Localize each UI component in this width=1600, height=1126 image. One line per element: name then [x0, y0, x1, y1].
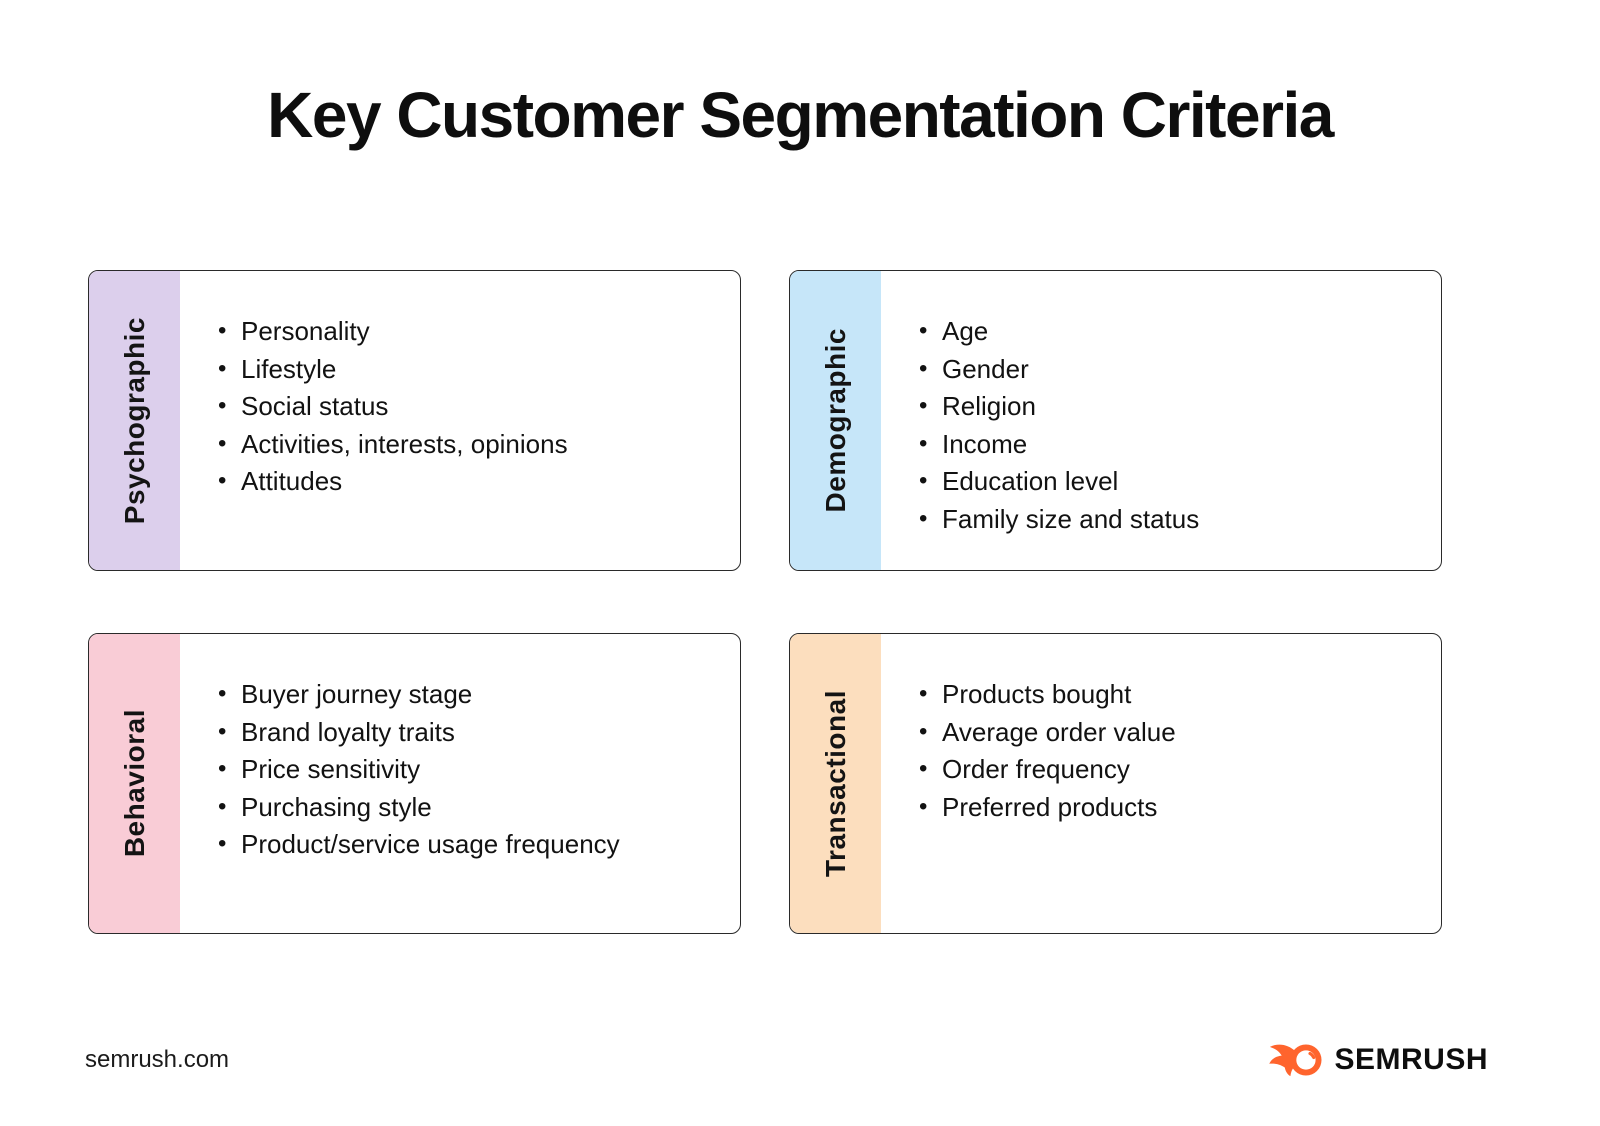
card-transactional-sidebar: Transactional — [790, 634, 881, 933]
card-psychographic-body: PersonalityLifestyleSocial statusActivit… — [180, 271, 740, 570]
card-demographic-body: AgeGenderReligionIncomeEducation levelFa… — [881, 271, 1441, 570]
cards-grid: Psychographic PersonalityLifestyleSocial… — [88, 270, 1442, 934]
list-item: Product/service usage frequency — [216, 825, 720, 864]
semrush-logo: SEMRUSH — [1268, 1040, 1488, 1080]
card-demographic: Demographic AgeGenderReligionIncomeEduca… — [789, 270, 1442, 571]
list-item: Age — [917, 312, 1421, 351]
card-psychographic-items: PersonalityLifestyleSocial statusActivit… — [216, 312, 720, 501]
list-item: Average order value — [917, 713, 1421, 752]
list-item: Buyer journey stage — [216, 675, 720, 714]
list-item: Attitudes — [216, 462, 720, 501]
list-item: Price sensitivity — [216, 750, 720, 789]
card-transactional-body: Products boughtAverage order valueOrder … — [881, 634, 1441, 933]
list-item: Brand loyalty traits — [216, 713, 720, 752]
card-transactional: Transactional Products boughtAverage ord… — [789, 633, 1442, 934]
card-transactional-label: Transactional — [819, 689, 851, 877]
semrush-wordmark: SEMRUSH — [1334, 1043, 1488, 1076]
list-item: Order frequency — [917, 750, 1421, 789]
list-item: Activities, interests, opinions — [216, 425, 720, 464]
list-item: Gender — [917, 350, 1421, 389]
card-psychographic: Psychographic PersonalityLifestyleSocial… — [88, 270, 741, 571]
card-behavioral: Behavioral Buyer journey stageBrand loya… — [88, 633, 741, 934]
list-item: Income — [917, 425, 1421, 464]
list-item: Family size and status — [917, 500, 1421, 539]
list-item: Purchasing style — [216, 788, 720, 827]
card-demographic-sidebar: Demographic — [790, 271, 881, 570]
card-behavioral-label: Behavioral — [118, 709, 150, 858]
list-item: Education level — [917, 462, 1421, 501]
list-item: Preferred products — [917, 788, 1421, 827]
card-psychographic-sidebar: Psychographic — [89, 271, 180, 570]
list-item: Religion — [917, 387, 1421, 426]
semrush-comet-icon — [1269, 1044, 1322, 1077]
list-item: Products bought — [917, 675, 1421, 714]
footer-site-url: semrush.com — [85, 1046, 230, 1073]
card-demographic-items: AgeGenderReligionIncomeEducation levelFa… — [917, 312, 1421, 539]
list-item: Social status — [216, 387, 720, 426]
card-demographic-label: Demographic — [819, 328, 851, 513]
list-item: Lifestyle — [216, 350, 720, 389]
page-title: Key Customer Segmentation Criteria — [267, 79, 1334, 151]
card-behavioral-body: Buyer journey stageBrand loyalty traitsP… — [180, 634, 740, 933]
card-psychographic-label: Psychographic — [118, 316, 150, 525]
footer: semrush.com SEMRUSH — [85, 1036, 1488, 1084]
card-transactional-items: Products boughtAverage order valueOrder … — [917, 675, 1421, 827]
list-item: Personality — [216, 312, 720, 351]
card-behavioral-items: Buyer journey stageBrand loyalty traitsP… — [216, 675, 720, 864]
card-behavioral-sidebar: Behavioral — [89, 634, 180, 933]
